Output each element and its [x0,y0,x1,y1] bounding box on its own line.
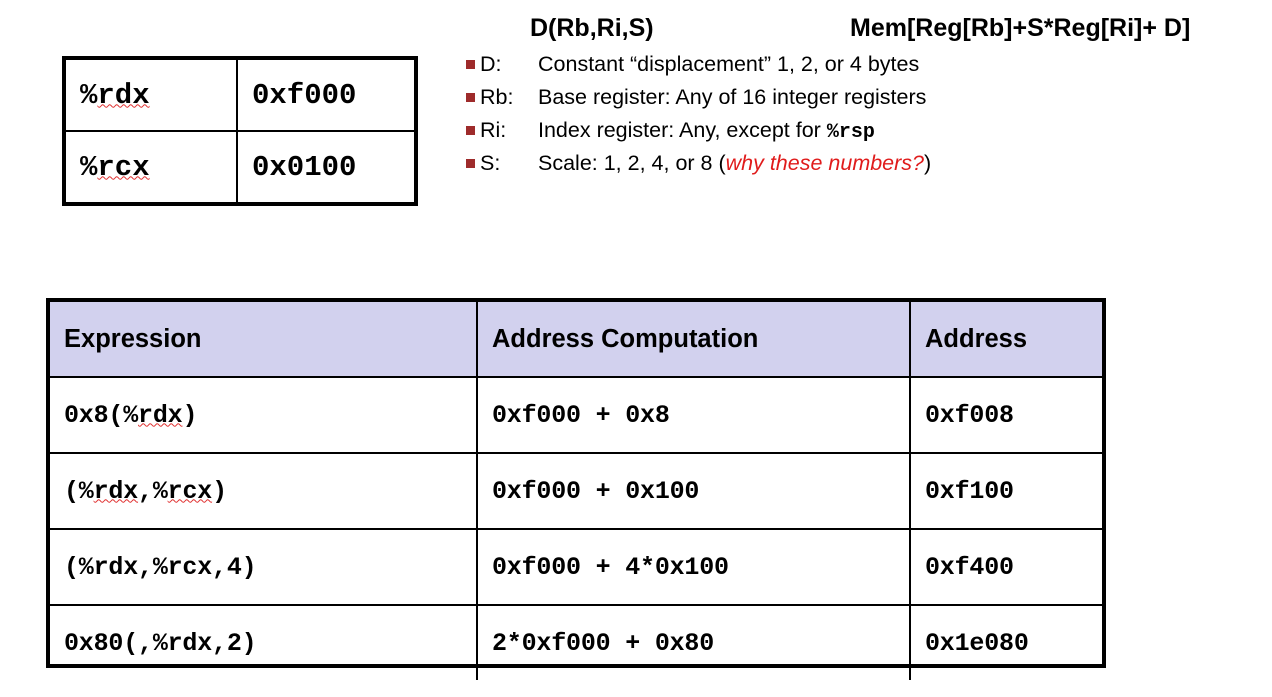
address-computation-table: Expression Address Computation Address 0… [46,298,1106,680]
expr-seg: (% [64,476,94,506]
column-header-address: Address [909,302,1102,378]
legend-desc-s-close: ) [924,151,932,175]
register-value-cell: 0xf000 [236,60,414,132]
list-item: Ri: Index register: Any, except for %rsp [458,114,1272,147]
cell-computation: 2*0xf000 + 0x80 [476,604,911,680]
table-row: %rcx 0x0100 [66,130,414,202]
register-table-grid: %rdx 0xf000 %rcx 0x0100 [66,60,414,202]
legend-key-d: D: [480,52,502,76]
table-row: (%rdx,%rcx) 0xf000 + 0x100 0xf100 [50,452,1102,530]
addressing-mode-legend: D(Rb,Ri,S) Mem[Reg[Rb]+S*Reg[Ri]+ D] D: … [458,8,1272,180]
table-row: 0x8(%rdx) 0xf000 + 0x8 0xf008 [50,376,1102,454]
legend-desc-ri-register: %rsp [826,121,875,144]
expr-seg: ) [212,476,227,506]
bullet-square-icon [466,159,475,168]
bullet-square-icon [466,60,475,69]
column-header-address-computation: Address Computation [476,302,911,378]
expr-seg: rdx [138,400,183,430]
table-header: Expression Address Computation Address [50,302,1102,378]
list-item: Rb: Base register: Any of 16 integer reg… [458,81,1272,114]
legend-desc-rb: Base register: Any of 16 integer registe… [538,85,927,109]
cell-computation: 0xf000 + 0x8 [476,376,911,454]
expr-seg: rdx [93,476,139,506]
column-header-expression: Expression [50,302,478,378]
expr-seg: rcx [167,476,213,506]
cell-computation: 0xf000 + 4*0x100 [476,528,911,606]
legend-key-ri: Ri: [480,118,507,142]
legend-desc-s: Scale: 1, 2, 4, or 8 (why these numbers?… [538,147,931,180]
cell-address: 0x1e080 [909,604,1102,680]
legend-desc-ri: Index register: Any, except for %rsp [538,114,875,149]
legend-desc-s-text: Scale: 1, 2, 4, or 8 ( [538,151,726,175]
bullet-square-icon [466,93,475,102]
register-name-cell: %rcx [66,130,238,202]
register-name-cell: %rdx [66,60,238,132]
register-table-body: %rdx 0xf000 %rcx 0x0100 [66,60,414,202]
register-value-table: %rdx 0xf000 %rcx 0x0100 [62,56,418,206]
list-item: D: Constant “displacement” 1, 2, or 4 by… [458,48,1272,81]
address-computation-grid: Expression Address Computation Address 0… [50,302,1102,680]
cell-expression: 0x8(%rdx) [50,376,478,454]
cell-address: 0xf400 [909,528,1102,606]
table-row: (%rdx,%rcx,4) 0xf000 + 4*0x100 0xf400 [50,528,1102,606]
legend-key-rb: Rb: [480,85,514,109]
table-row: %rdx 0xf000 [66,60,414,132]
legend-key-s: S: [480,151,501,175]
address-form-syntax: D(Rb,Ri,S) [530,14,654,42]
cell-expression: 0x80(,%rdx,2) [50,604,478,680]
cell-computation: 0xf000 + 0x100 [476,452,911,530]
register-name-body: rcx [97,150,150,184]
list-item: S: Scale: 1, 2, 4, or 8 (why these numbe… [458,147,1272,180]
register-value-cell: 0x0100 [236,130,414,202]
legend-desc-d: Constant “displacement” 1, 2, or 4 bytes [538,52,920,76]
register-name-body: rdx [97,78,150,112]
expr-seg: ) [182,400,198,430]
address-form-meaning: Mem[Reg[Rb]+S*Reg[Ri]+ D] [850,14,1191,42]
bullet-square-icon [466,126,475,135]
legend-header: D(Rb,Ri,S) Mem[Reg[Rb]+S*Reg[Ri]+ D] [458,8,1272,48]
register-name-prefix: % [80,150,98,184]
table-body: 0x8(%rdx) 0xf000 + 0x8 0xf008 (%rdx,%rcx… [50,376,1102,680]
legend-desc-s-note: why these numbers? [725,151,925,175]
cell-address: 0xf100 [909,452,1102,530]
expr-seg: 0x8(% [64,400,139,430]
table-row: 0x80(,%rdx,2) 2*0xf000 + 0x80 0x1e080 [50,604,1102,680]
table-header-row: Expression Address Computation Address [50,302,1102,378]
cell-expression: (%rdx,%rcx) [50,452,478,530]
legend-desc-ri-text: Index register: Any, except for [538,118,827,142]
register-name-prefix: % [80,78,98,112]
cell-expression: (%rdx,%rcx,4) [50,528,478,606]
expr-seg: ,% [138,476,168,506]
cell-address: 0xf008 [909,376,1102,454]
